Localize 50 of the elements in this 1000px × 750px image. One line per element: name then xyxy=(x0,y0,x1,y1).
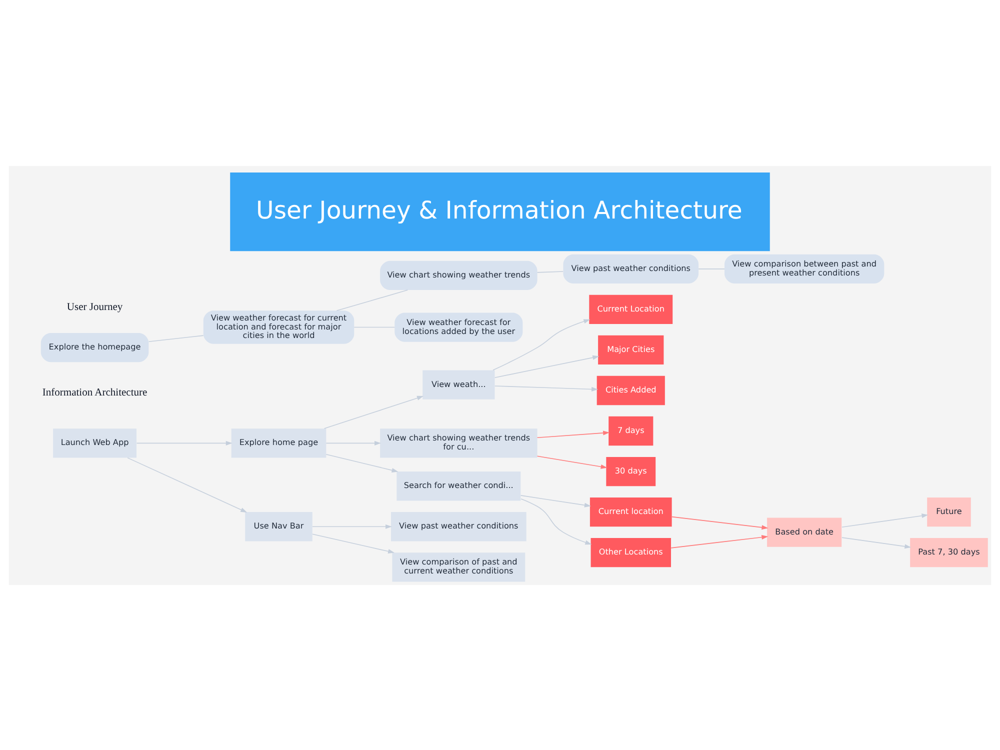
node-box: View weath... xyxy=(422,370,495,399)
node-box: View chart showing weather trends for cu... xyxy=(380,428,538,458)
arrow xyxy=(670,534,768,548)
arrow xyxy=(672,516,768,530)
node-box: Explore home page xyxy=(231,428,326,458)
arrow xyxy=(326,440,381,445)
node-box: Cities Added xyxy=(596,375,665,405)
node-box: View past weather conditions xyxy=(563,254,699,284)
label: User Journey xyxy=(66,301,123,312)
connector xyxy=(698,268,725,269)
node-box: Based on date xyxy=(767,517,842,546)
connector xyxy=(148,334,204,342)
node-box: Current Location xyxy=(589,294,673,324)
node-box: Search for weather condi... xyxy=(396,471,521,500)
arrow xyxy=(136,440,232,445)
arrow xyxy=(312,524,392,528)
label: Information Architecture xyxy=(42,387,148,398)
arrow xyxy=(536,430,610,438)
connector xyxy=(336,289,408,311)
node-box: 30 days xyxy=(606,456,656,486)
connector xyxy=(354,326,395,328)
node-box: Future xyxy=(927,496,971,526)
diagram-title: User Journey & Information Architecture xyxy=(256,194,742,224)
arrow xyxy=(842,536,912,548)
arrow xyxy=(492,318,590,370)
arrow xyxy=(312,533,395,554)
arrow xyxy=(324,395,424,428)
arrow xyxy=(520,494,591,507)
node-box: View comparison of past and current weather conditions xyxy=(392,552,526,582)
node-box: Past 7, 30 days xyxy=(910,538,988,567)
arrow xyxy=(536,455,608,468)
arrow xyxy=(127,456,248,512)
node-box: View weather forecast for locations added by the user xyxy=(394,312,523,342)
node-box: 7 days xyxy=(608,416,654,446)
node-box: View chart showing weather trends xyxy=(380,260,538,290)
arrow xyxy=(494,354,600,378)
node-box: View past weather conditions xyxy=(391,512,526,541)
arrow xyxy=(326,454,398,472)
node-box: Current location xyxy=(590,496,672,526)
node-box: Explore the homepage xyxy=(40,332,149,362)
node-box: Major Cities xyxy=(598,334,664,364)
node-box: View weather forecast for current location and forecast for major cities in the world xyxy=(203,310,354,344)
node-box: Launch Web App xyxy=(53,428,137,458)
arrow xyxy=(842,513,928,527)
arrow xyxy=(520,498,592,544)
node-box: Other Locations xyxy=(590,538,671,567)
node-box: Use Nav Bar xyxy=(245,512,312,541)
arrow xyxy=(494,385,598,391)
node-box: View comparison between past and present weather conditions xyxy=(724,254,884,284)
connector xyxy=(536,270,564,272)
